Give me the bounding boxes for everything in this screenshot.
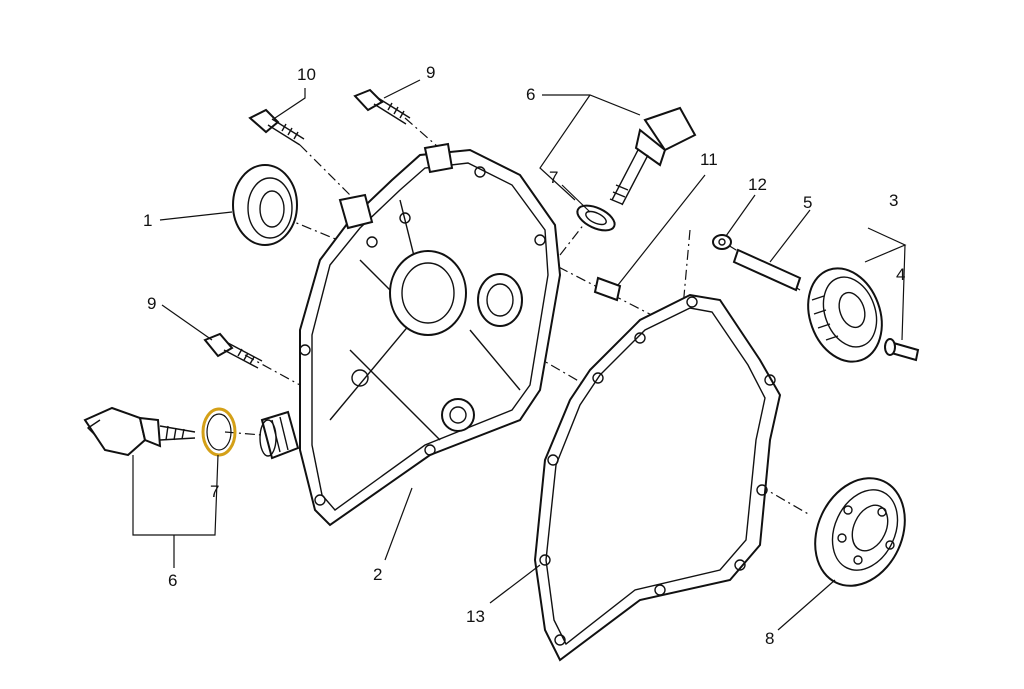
callout-labels: 1 2 3 4 5 6 6 7 7 8 9 9 10 11 12 13 (143, 63, 905, 648)
ball-bearing (814, 477, 906, 587)
leader-lines (132, 79, 907, 631)
label-4: 4 (896, 265, 905, 284)
bolt-9-left (203, 332, 263, 369)
label-5: 5 (803, 193, 812, 212)
label-13: 13 (466, 607, 485, 626)
label-2: 2 (373, 565, 382, 584)
label-6-left: 6 (168, 571, 177, 590)
dowel-pin (593, 276, 622, 302)
label-11: 11 (700, 150, 718, 169)
dipstick-top (609, 106, 697, 206)
label-9-top: 9 (426, 63, 435, 82)
oil-seal (232, 164, 298, 246)
pin-4 (884, 338, 920, 362)
washer-12 (712, 234, 732, 250)
dipstick-left (83, 406, 196, 457)
washer-7-left (201, 407, 237, 457)
governor-gear (807, 267, 883, 363)
bolt-10 (248, 108, 305, 146)
label-8: 8 (765, 629, 774, 648)
label-7-top: 7 (549, 168, 558, 187)
label-7-left: 7 (210, 482, 219, 501)
label-12: 12 (748, 175, 767, 194)
crankcase-cover (299, 142, 562, 527)
label-9-left: 9 (147, 294, 156, 313)
gasket (533, 293, 782, 662)
washer-7-top (576, 204, 616, 232)
label-3: 3 (889, 191, 898, 210)
bolt-9-top (353, 88, 411, 125)
label-10: 10 (297, 65, 316, 84)
governor-shaft (732, 248, 802, 292)
label-6-top: 6 (526, 85, 535, 104)
threaded-plug (259, 410, 300, 460)
label-1: 1 (143, 211, 152, 230)
